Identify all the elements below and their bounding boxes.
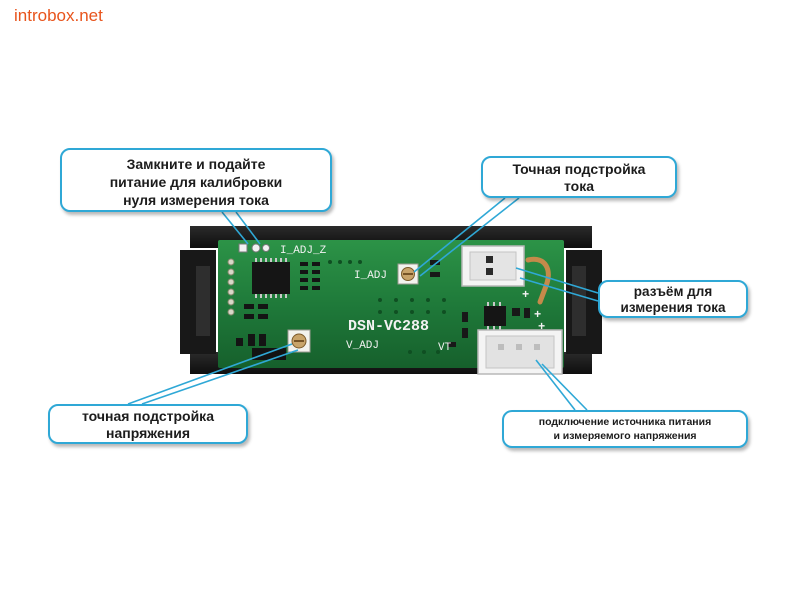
silk-plus-top: + xyxy=(522,288,529,302)
main-ic xyxy=(252,258,290,298)
callout-line: напряжения xyxy=(106,425,190,441)
callout-zero-calibration: Замкните и подайте питание для калибровк… xyxy=(60,148,332,212)
resistor-array xyxy=(236,262,320,346)
site-logo: introbox.net xyxy=(14,6,103,25)
callout-line: Замкните и подайте xyxy=(126,156,266,172)
callout-line: Точная подстройка xyxy=(512,161,646,177)
callout-leaders xyxy=(127,197,599,411)
power-voltage-connector[interactable] xyxy=(477,329,563,375)
callout-line: точная подстройка xyxy=(82,408,214,424)
current-measurement-connector[interactable] xyxy=(461,245,525,287)
callout-current-connector: разъём для измерения тока xyxy=(598,280,748,318)
silk-vt: VT xyxy=(438,342,452,354)
silk-model: DSN-VC288 xyxy=(348,318,429,335)
silk-i-adj-z: I_ADJ_Z xyxy=(280,245,327,257)
small-components xyxy=(430,260,530,347)
callout-voltage-trim: точная подстройка напряжения xyxy=(48,404,248,444)
current-trimmer-pot[interactable] xyxy=(397,263,419,285)
callout-power-connector: подключение источника питания и измеряем… xyxy=(502,410,748,448)
callout-current-trim: Точная подстройка тока xyxy=(481,156,677,198)
callout-line: разъём для xyxy=(633,284,713,299)
callout-line: нуля измерения тока xyxy=(123,192,269,208)
callout-line: тока xyxy=(563,178,595,194)
silk-i-adj: I_ADJ xyxy=(354,270,387,282)
callout-line: и измеряемого напряжения xyxy=(553,430,697,442)
callout-line: питание для калибровки xyxy=(109,174,283,190)
silk-v-adj: V_ADJ xyxy=(346,340,379,352)
callout-line: подключение источника питания xyxy=(538,416,712,428)
edge-pads xyxy=(227,258,235,316)
voltage-regulator xyxy=(252,348,286,360)
pcb-vias xyxy=(328,260,446,354)
silk-plus-low: + xyxy=(538,320,545,334)
zero-calibration-pads xyxy=(238,243,270,253)
voltage-trimmer-pot[interactable] xyxy=(287,329,311,353)
op-amp-ic xyxy=(484,302,506,330)
callout-line: измерения тока xyxy=(620,300,726,315)
silk-plus-mid: + xyxy=(534,308,541,322)
